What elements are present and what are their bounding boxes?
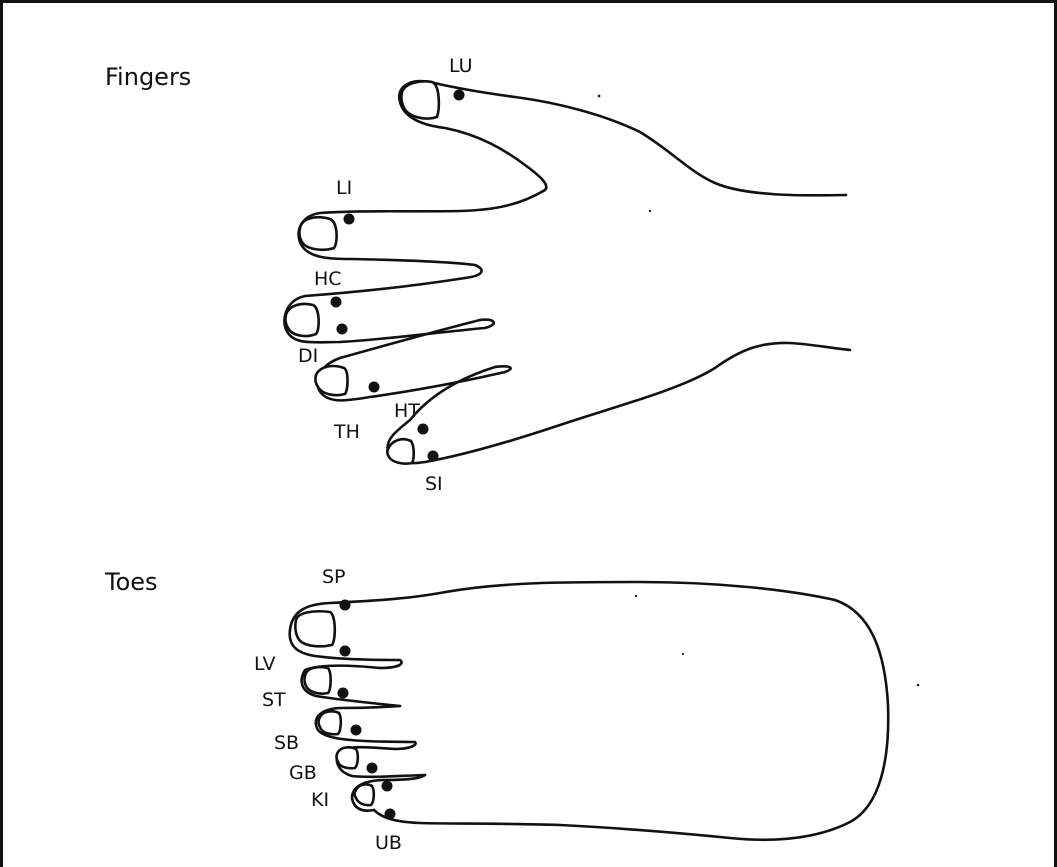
point-label-si: SI bbox=[425, 473, 443, 495]
hand-drawing bbox=[284, 81, 850, 464]
index-nail bbox=[299, 217, 336, 250]
point-label-sb: SB bbox=[274, 732, 299, 754]
point-dot-di bbox=[337, 324, 348, 335]
point-dot-st bbox=[338, 688, 349, 699]
point-dot-hc bbox=[331, 297, 342, 308]
little-finger-outline bbox=[387, 343, 850, 463]
point-dot-sp bbox=[340, 600, 351, 611]
point-label-ub: UB bbox=[375, 832, 402, 854]
middle-nail bbox=[285, 304, 318, 336]
thumb-outline bbox=[399, 81, 846, 195]
point-label-ki: KI bbox=[311, 789, 329, 811]
point-label-sp: SP bbox=[322, 566, 346, 588]
big-toe-nail bbox=[295, 611, 334, 646]
little-toe-nail bbox=[355, 784, 374, 805]
fourth-toe-nail bbox=[337, 747, 358, 768]
point-label-hc: HC bbox=[314, 268, 342, 290]
point-label-lu: LU bbox=[449, 55, 473, 77]
point-dot-ki bbox=[382, 781, 393, 792]
point-label-di: DI bbox=[298, 345, 318, 367]
scan-specks bbox=[598, 95, 920, 687]
point-dot-gb bbox=[367, 763, 378, 774]
foot-drawing bbox=[290, 582, 889, 840]
point-label-li: LI bbox=[336, 177, 352, 199]
point-dot-lu bbox=[454, 90, 465, 101]
foot-outline bbox=[290, 582, 888, 840]
point-dot-si bbox=[428, 451, 439, 462]
third-toe-nail bbox=[319, 711, 341, 734]
point-dot-ht bbox=[418, 424, 429, 435]
point-dot-sb bbox=[351, 725, 362, 736]
point-dot-li bbox=[344, 214, 355, 225]
thumb-nail bbox=[401, 81, 438, 118]
point-dot-lv bbox=[340, 646, 351, 657]
point-dot-ub bbox=[385, 809, 396, 820]
point-dot-th bbox=[369, 382, 380, 393]
fingers-title: Fingers bbox=[105, 63, 191, 91]
point-label-ht: HT bbox=[394, 400, 420, 422]
point-label-gb: GB bbox=[289, 762, 317, 784]
ring-nail bbox=[315, 366, 347, 395]
finger-points: LU LI HC DI TH HT SI bbox=[298, 55, 473, 495]
second-toe-nail bbox=[305, 667, 331, 694]
point-label-th: TH bbox=[333, 421, 360, 443]
little-nail bbox=[387, 439, 413, 463]
point-label-lv: LV bbox=[254, 653, 276, 675]
toes-title: Toes bbox=[104, 568, 158, 596]
point-label-st: ST bbox=[262, 689, 286, 711]
